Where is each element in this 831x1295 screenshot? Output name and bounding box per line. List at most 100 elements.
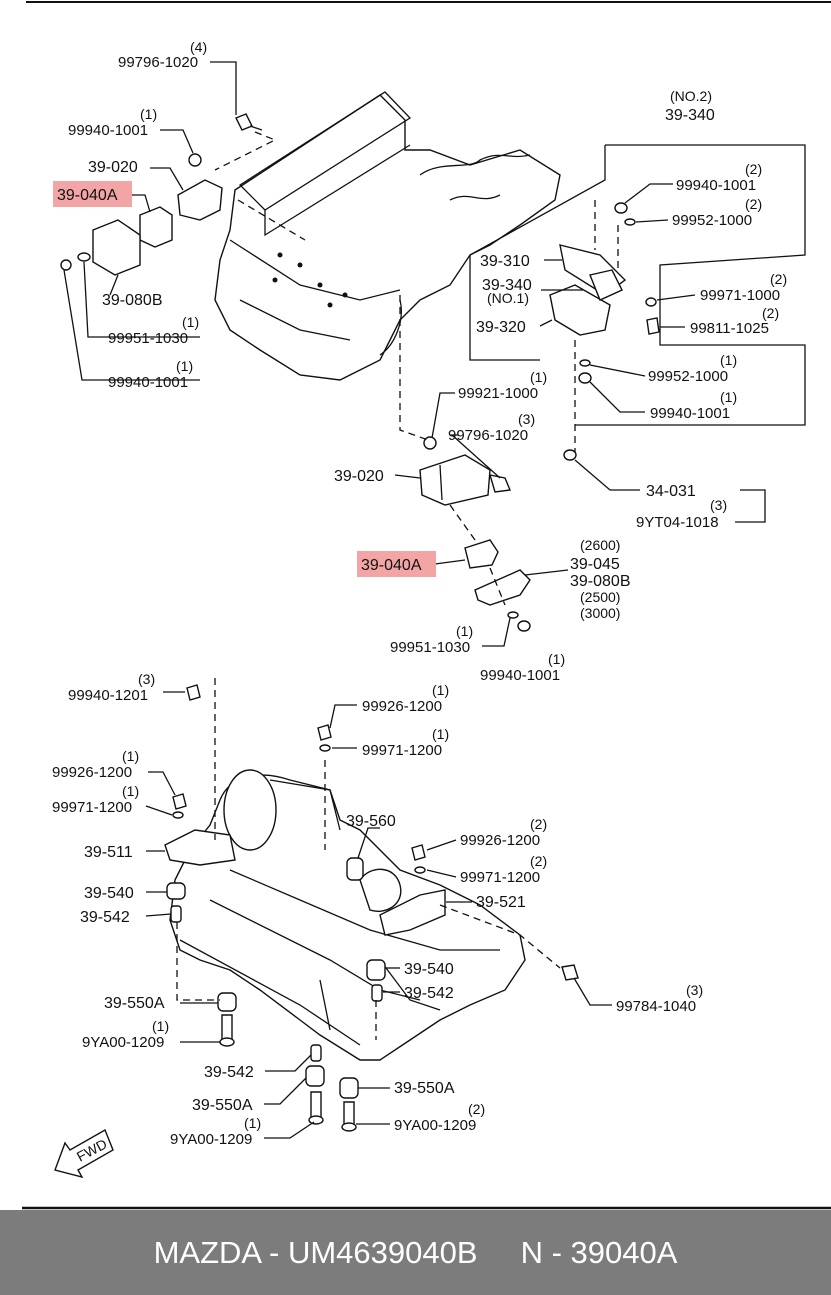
part-99921-1000: 99921-1000: [458, 385, 538, 402]
qty-99951-1030-mid: (1): [456, 623, 473, 639]
part-labels: (4) 99796-1020 (1) 99940-1001 39-020 39-…: [52, 39, 787, 1148]
part-39-040A-mid: 39-040A: [361, 557, 422, 574]
part-99926-1200-c: 99926-1200: [460, 832, 540, 849]
part-99940-1001-e: 99940-1001: [480, 667, 560, 684]
footer-brand: MAZDA: [153, 1234, 261, 1270]
qty-99952-1000-a: (2): [745, 196, 762, 212]
qty-99971-1200-b: (1): [122, 783, 139, 799]
qty-99796-1020-mid: (3): [518, 411, 535, 427]
part-99940-1001-b: 99940-1001: [108, 374, 188, 391]
part-39-540-b: 39-540: [404, 961, 454, 978]
part-39-310: 39-310: [480, 253, 530, 270]
qty-99971-1200-c: (2): [530, 853, 547, 869]
qty-99921-1000: (1): [530, 369, 547, 385]
part-39-542-c: 39-542: [204, 1064, 254, 1081]
part-39-550A-b: 39-550A: [192, 1097, 253, 1114]
part-39-080B-top: 39-080B: [102, 292, 163, 309]
label-no1: (NO.1): [487, 290, 529, 306]
part-99926-1200-a: 99926-1200: [362, 698, 442, 715]
part-99952-1000-b: 99952-1000: [648, 368, 728, 385]
part-99951-1030-mid: 99951-1030: [390, 639, 470, 656]
qty-99940-1201: (3): [138, 671, 155, 687]
parts-diagram: FWD: [22, 1, 831, 1210]
fwd-arrow-icon: FWD: [54, 1128, 114, 1179]
part-99796-1020-top: 99796-1020: [118, 54, 198, 71]
part-39-560: 39-560: [346, 813, 396, 830]
qty-99926-1200-a: (1): [432, 682, 449, 698]
part-99940-1001-c: 99940-1001: [676, 177, 756, 194]
part-99971-1200-b: 99971-1200: [52, 799, 132, 816]
qty-99940-1001-d: (1): [720, 389, 737, 405]
middle-mount-parts: [399, 295, 577, 632]
part-39-521: 39-521: [476, 894, 526, 911]
qty-9YA00-1209-c: (2): [468, 1101, 485, 1117]
highlight-39-040A-middle: [357, 551, 436, 577]
part-9YA00-1209-c: 9YA00-1209: [394, 1117, 476, 1134]
qty-9YA00-1209-b: (1): [244, 1115, 261, 1131]
qty-99940-1001-b: (1): [176, 358, 193, 374]
qty-99926-1200-b: (1): [122, 748, 139, 764]
qty-99971-1000: (2): [770, 271, 787, 287]
footer-text: MAZDA - UM4639040B N - 39040A: [154, 1235, 678, 1271]
qty-99940-1001-a: (1): [140, 106, 157, 122]
part-34-031: 34-031: [646, 483, 696, 500]
part-9YT04-1018: 9YT04-1018: [636, 514, 719, 531]
part-99940-1001-a: 99940-1001: [68, 122, 148, 139]
part-99796-1020-mid: 99796-1020: [448, 427, 528, 444]
part-39-550A-a: 39-550A: [104, 995, 165, 1012]
qty-99951-1030-top: (1): [182, 314, 199, 330]
part-39-542-a: 39-542: [80, 909, 130, 926]
part-39-340-no2: 39-340: [665, 107, 715, 124]
part-39-540-a: 39-540: [84, 885, 134, 902]
qty-9YT04-1018: (3): [710, 497, 727, 513]
part-99784-1040: 99784-1040: [616, 998, 696, 1015]
qty-99784-1040: (3): [686, 982, 703, 998]
variant-2600: (2600): [580, 537, 620, 553]
part-39-020-mid: 39-020: [334, 468, 384, 485]
qty-99796-1020-top: (4): [190, 39, 207, 55]
part-99971-1200-c: 99971-1200: [460, 869, 540, 886]
part-info-footer: MAZDA - UM4639040B N - 39040A: [0, 1210, 831, 1295]
part-99926-1200-b: 99926-1200: [52, 764, 132, 781]
part-99971-1000: 99971-1000: [700, 287, 780, 304]
highlight-39-040A-top: [53, 181, 132, 207]
part-9YA00-1209-a: 9YA00-1209: [82, 1034, 164, 1051]
part-39-550A-c: 39-550A: [394, 1080, 455, 1097]
part-39-040A-top: 39-040A: [57, 187, 118, 204]
qty-99811-1025: (2): [762, 305, 779, 321]
footer-part-number: UM4639040B: [287, 1234, 478, 1270]
upper-left-mount-parts: [60, 113, 306, 276]
part-39-542-b: 39-542: [404, 985, 454, 1002]
part-39-045: 39-045: [570, 556, 620, 573]
part-99952-1000-a: 99952-1000: [672, 212, 752, 229]
footer-catalog-number: 39040A: [570, 1234, 678, 1270]
part-39-020-top: 39-020: [88, 159, 138, 176]
part-9YA00-1209-b: 9YA00-1209: [170, 1131, 252, 1148]
part-99811-1025: 99811-1025: [690, 320, 769, 337]
part-99971-1200-a: 99971-1200: [362, 742, 442, 759]
label-no2: (NO.2): [670, 88, 712, 104]
part-39-080B-mid: 39-080B: [570, 573, 631, 590]
upper-right-bracket-group: [469, 144, 806, 455]
part-99951-1030-top: 99951-1030: [108, 330, 188, 347]
qty-99940-1001-c: (2): [745, 161, 762, 177]
lower-mount-parts: [166, 678, 579, 1132]
part-39-340-no1: 39-340: [482, 277, 532, 294]
qty-99952-1000-b: (1): [720, 352, 737, 368]
qty-99971-1200-a: (1): [432, 726, 449, 742]
footer-separator: -: [260, 1234, 288, 1270]
qty-99940-1001-e: (1): [548, 651, 565, 667]
part-39-320: 39-320: [476, 319, 526, 336]
variant-2500: (2500): [580, 589, 620, 605]
qty-9YA00-1209-a: (1): [152, 1018, 169, 1034]
leader-lines: [63, 61, 766, 1139]
part-99940-1001-d: 99940-1001: [650, 405, 730, 422]
footer-gap: [478, 1235, 521, 1270]
variant-3000: (3000): [580, 605, 620, 621]
qty-99926-1200-c: (2): [530, 816, 547, 832]
part-39-511: 39-511: [84, 844, 133, 861]
part-99940-1201: 99940-1201: [68, 687, 148, 704]
footer-catalog-prefix: N -: [520, 1234, 571, 1270]
engine-block-drawing: [214, 91, 561, 381]
transmission-crossmember-drawing: [164, 769, 526, 1061]
